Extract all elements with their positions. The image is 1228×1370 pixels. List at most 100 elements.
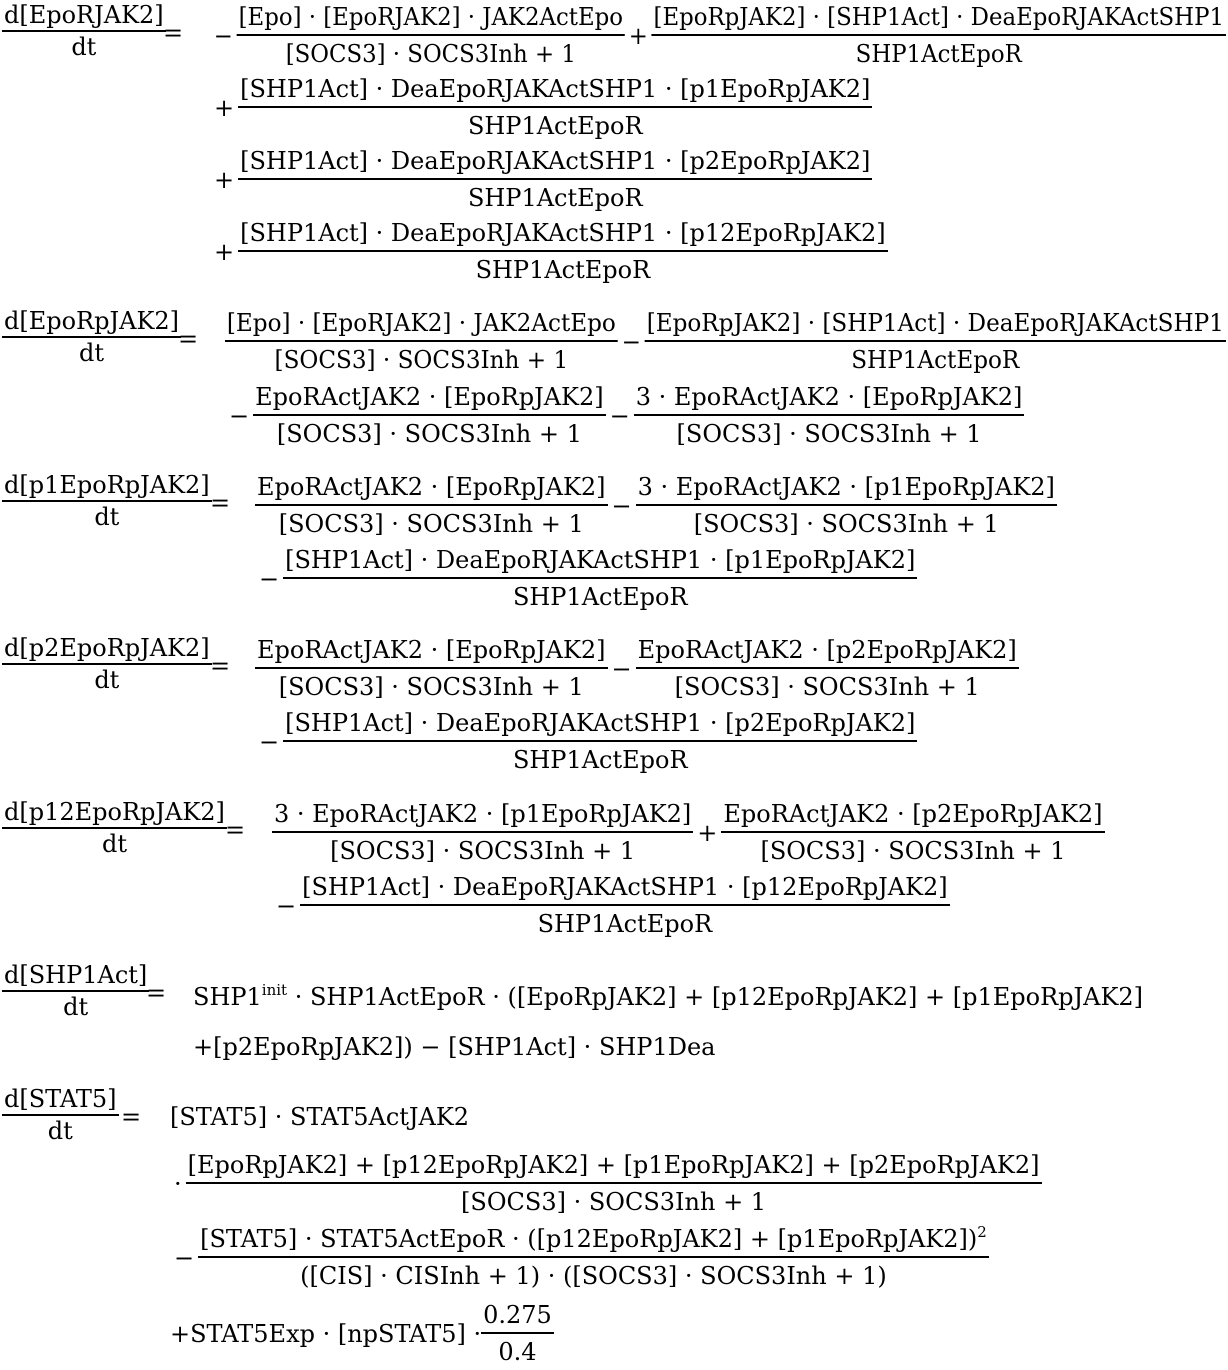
fraction-numerator: 0.275 xyxy=(481,1298,554,1332)
fraction-numerator: EpoRActJAK2 · [EpoRpJAK2] xyxy=(253,380,606,414)
fraction-bar xyxy=(283,740,918,742)
fraction-bar xyxy=(635,504,1057,506)
fraction: [EpoRpJAK2] · [SHP1Act] · DeaEpoRJAKActS… xyxy=(644,306,1226,378)
fraction: [EpoRpJAK2] · [SHP1Act] · DeaEpoRJAKActS… xyxy=(651,0,1226,72)
equation-term-row: −[Epo] · [EpoRJAK2] · JAK2ActEpo [SOCS3] … xyxy=(210,0,1226,72)
equation-term-row: EpoRActJAK2 · [EpoRpJAK2][SOCS3] · SOCS3… xyxy=(255,470,1057,542)
numerator-text: EpoRActJAK2 · [EpoRpJAK2] xyxy=(255,383,604,411)
equation-term-row: SHP1init · SHP1ActEpoR · ([EpoRpJAK2] + … xyxy=(193,980,1143,1014)
fraction-bar xyxy=(481,1332,554,1334)
fraction-numerator: [Epo] · [EpoRJAK2] · JAK2ActEpo xyxy=(225,306,618,340)
fraction: [Epo] · [EpoRJAK2] · JAK2ActEpo [SOCS3] ·… xyxy=(236,0,625,72)
fraction-bar xyxy=(2,663,212,665)
fraction: [EpoRpJAK2] + [p12EpoRpJAK2] + [p1EpoRpJ… xyxy=(185,1148,1042,1220)
fraction: 3 · EpoRActJAK2 · [p1EpoRpJAK2][SOCS3] ·… xyxy=(272,797,694,869)
fraction-bar xyxy=(255,504,608,506)
fraction-denominator: SHP1ActEpoR xyxy=(512,583,688,611)
expression-part: [STAT5] · STAT5ActJAK2 xyxy=(170,1103,470,1131)
operator: · xyxy=(174,1170,182,1198)
equals-sign: = xyxy=(210,652,231,680)
fraction-bar xyxy=(633,414,1025,416)
lhs-numerator: d[p2EpoRpJAK2] xyxy=(4,634,210,662)
fraction-denominator: [SOCS3] · SOCS3Inh + 1 xyxy=(461,1188,767,1216)
numerator-text: [Epo] · [EpoRJAK2] · JAK2ActEpo xyxy=(238,3,623,31)
fraction-bar xyxy=(236,34,625,36)
fraction: EpoRActJAK2 · [EpoRpJAK2][SOCS3] · SOCS3… xyxy=(253,380,606,452)
fraction: EpoRActJAK2 · [p2EpoRpJAK2] [SOCS3] · SOC… xyxy=(721,797,1105,869)
equation-term-row: +[SHP1Act] · DeaEpoRJAKActSHP1 · [p2EpoR… xyxy=(210,144,873,216)
operator: − xyxy=(621,328,641,356)
equation-term-row: [STAT5] · STAT5ActJAK2 xyxy=(170,1100,469,1134)
numerator-text: [SHP1Act] · DeaEpoRJAKActSHP1 · [p2EpoRp… xyxy=(285,709,916,737)
equation-lhs: d[p1EpoRpJAK2]dt xyxy=(2,470,212,532)
equation-term-row: −EpoRActJAK2 · [EpoRpJAK2][SOCS3] · SOCS… xyxy=(225,380,1025,452)
fraction-bar xyxy=(198,1256,989,1258)
fraction-bar xyxy=(2,500,212,502)
equation-term-row: −[SHP1Act] · DeaEpoRJAKActSHP1 · [p12Epo… xyxy=(272,870,950,942)
operator: + xyxy=(697,819,718,847)
fraction-numerator: EpoRActJAK2 · [EpoRpJAK2] xyxy=(255,470,608,504)
lhs-denominator: dt xyxy=(47,1117,73,1145)
lhs-denominator: dt xyxy=(94,666,120,694)
fraction-bar xyxy=(635,667,1019,669)
equation-lhs: d[STAT5] dt xyxy=(2,1084,119,1146)
fraction-denominator: [SOCS3] · SOCS3Inh + 1 xyxy=(760,837,1066,865)
fraction-bar xyxy=(238,250,888,252)
fraction: [SHP1Act] · DeaEpoRJAKActSHP1 · [p12EpoR… xyxy=(238,216,888,288)
numerator-text: EpoRActJAK2 · [p2EpoRpJAK2] xyxy=(723,800,1103,828)
fraction-denominator: SHP1ActEpoR xyxy=(475,256,651,284)
numerator-text: [STAT5] · STAT5ActEpoR · ([p12EpoRpJAK2]… xyxy=(200,1225,978,1253)
fraction-denominator: SHP1ActEpoR xyxy=(537,910,713,938)
numerator-text: [EpoRpJAK2] · [SHP1Act] · DeaEpoRJAKActS… xyxy=(653,3,1224,31)
fraction: [SHP1Act] · DeaEpoRJAKActSHP1 · [p1EpoRp… xyxy=(238,72,873,144)
expression-text: SHP1init · SHP1ActEpoR · ([EpoRpJAK2] + … xyxy=(193,980,1143,1014)
fraction-numerator: [SHP1Act] · DeaEpoRJAKActSHP1 · [p2EpoRp… xyxy=(283,706,917,740)
numerator-text: [SHP1Act] · DeaEpoRJAKActSHP1 · [p2EpoRp… xyxy=(240,147,871,175)
numerator-text: 3 · EpoRActJAK2 · [EpoRpJAK2] xyxy=(635,383,1023,411)
operator: + xyxy=(214,166,235,194)
numerator-text: [SHP1Act] · DeaEpoRJAKActSHP1 · [p1EpoRp… xyxy=(240,75,871,103)
numerator-text: EpoRActJAK2 · [EpoRpJAK2] xyxy=(257,473,606,501)
lhs-numerator: d[STAT5] xyxy=(4,1085,117,1113)
fraction-denominator: [SOCS3] · SOCS3Inh + 1 xyxy=(285,40,576,68)
operator: + xyxy=(214,94,235,122)
fraction-numerator: [SHP1Act] · DeaEpoRJAKActSHP1 · [p1EpoRp… xyxy=(283,543,917,577)
equation-term-row: 3 · EpoRActJAK2 · [p1EpoRpJAK2][SOCS3] ·… xyxy=(272,797,1105,869)
fraction-numerator: [EpoRpJAK2] · [SHP1Act] · DeaEpoRJAKActS… xyxy=(645,306,1226,340)
operator: − xyxy=(213,22,233,50)
fraction: [SHP1Act] · DeaEpoRJAKActSHP1 · [p2EpoRp… xyxy=(238,144,873,216)
fraction: EpoRActJAK2 · [EpoRpJAK2][SOCS3] · SOCS3… xyxy=(255,633,608,705)
fraction-denominator: [SOCS3] · SOCS3Inh + 1 xyxy=(674,673,980,701)
fraction: [SHP1Act] · DeaEpoRJAKActSHP1 · [p1EpoRp… xyxy=(283,543,918,615)
fraction-bar xyxy=(2,1114,119,1116)
fraction: 3 · EpoRActJAK2 · [EpoRpJAK2][SOCS3] · S… xyxy=(633,380,1025,452)
lhs-denominator: dt xyxy=(63,993,89,1021)
fraction-denominator: SHP1ActEpoR xyxy=(512,746,688,774)
numerator-text: [Epo] · [EpoRJAK2] · JAK2ActEpo xyxy=(226,309,616,337)
fraction-bar xyxy=(238,178,873,180)
operator: + xyxy=(628,22,648,50)
expression-part: SHP1 xyxy=(193,983,262,1011)
expression-part: +STAT5Exp · [npSTAT5] · xyxy=(170,1320,482,1348)
fraction-bar xyxy=(255,667,608,669)
fraction: EpoRActJAK2 · [EpoRpJAK2][SOCS3] · SOCS3… xyxy=(255,470,608,542)
fraction-bar xyxy=(721,831,1105,833)
lhs-denominator: dt xyxy=(101,830,127,858)
equals-sign: = xyxy=(210,489,231,517)
equals-sign: = xyxy=(121,1103,142,1131)
lhs-numerator: d[SHP1Act] xyxy=(4,961,148,989)
fraction-bar xyxy=(644,340,1226,342)
numerator-text: EpoRActJAK2 · [EpoRpJAK2] xyxy=(257,636,606,664)
fraction: [Epo] · [EpoRJAK2] · JAK2ActEpo[SOCS3] ·… xyxy=(225,306,618,378)
numerator-text: [SHP1Act] · DeaEpoRJAKActSHP1 · [p1EpoRp… xyxy=(285,546,916,574)
operator: + xyxy=(214,238,235,266)
equation-term-row: +[SHP1Act] · DeaEpoRJAKActSHP1 · [p12Epo… xyxy=(210,216,888,288)
equals-sign: = xyxy=(163,19,184,47)
fraction-bar xyxy=(651,34,1226,36)
fraction-bar xyxy=(2,990,150,992)
equation-term-row: EpoRActJAK2 · [EpoRpJAK2] [SOCS3] · SOCS3… xyxy=(255,633,1019,705)
operator: − xyxy=(609,402,630,430)
numerator-text: [SHP1Act] · DeaEpoRJAKActSHP1 · [p12EpoR… xyxy=(240,219,886,247)
